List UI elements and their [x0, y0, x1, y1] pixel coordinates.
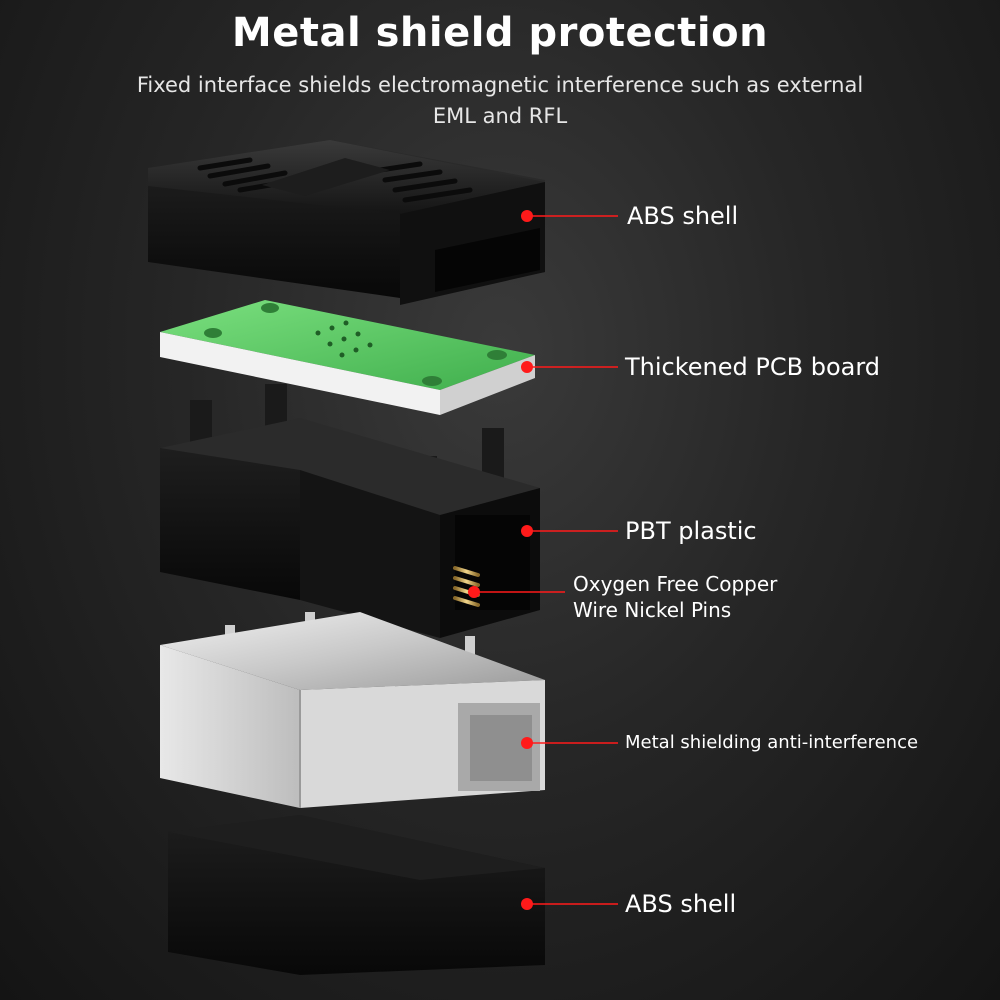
page-title: Metal shield protection — [231, 10, 769, 56]
metal-shield-part — [160, 612, 545, 808]
callout-markers — [468, 210, 618, 910]
subtitle-line-1: Fixed interface shields electromagnetic … — [136, 73, 864, 97]
callout-pbt-plastic: PBT plastic — [625, 517, 757, 545]
pbt-plastic-part — [160, 384, 540, 638]
subtitle-line-2: EML and RFL — [432, 104, 568, 128]
page-subtitle: Fixed interface shields electromagnetic … — [130, 70, 870, 132]
callout-copper-pins-line-2: Wire Nickel Pins — [573, 598, 732, 622]
callout-pcb-board: Thickened PCB board — [625, 353, 881, 381]
pcb-board-part — [160, 300, 535, 415]
callout-abs-shell-bottom: ABS shell — [625, 890, 737, 918]
callout-abs-shell-top: ABS shell — [627, 202, 739, 230]
callout-copper-pins-line-1: Oxygen Free Copper — [573, 572, 778, 596]
abs-shell-bottom-part — [168, 815, 545, 975]
callout-copper-pins: Oxygen Free Copper Wire Nickel Pins — [573, 571, 777, 623]
callout-metal-shielding: Metal shielding anti-interference — [625, 732, 919, 753]
abs-shell-top-part — [148, 140, 545, 305]
